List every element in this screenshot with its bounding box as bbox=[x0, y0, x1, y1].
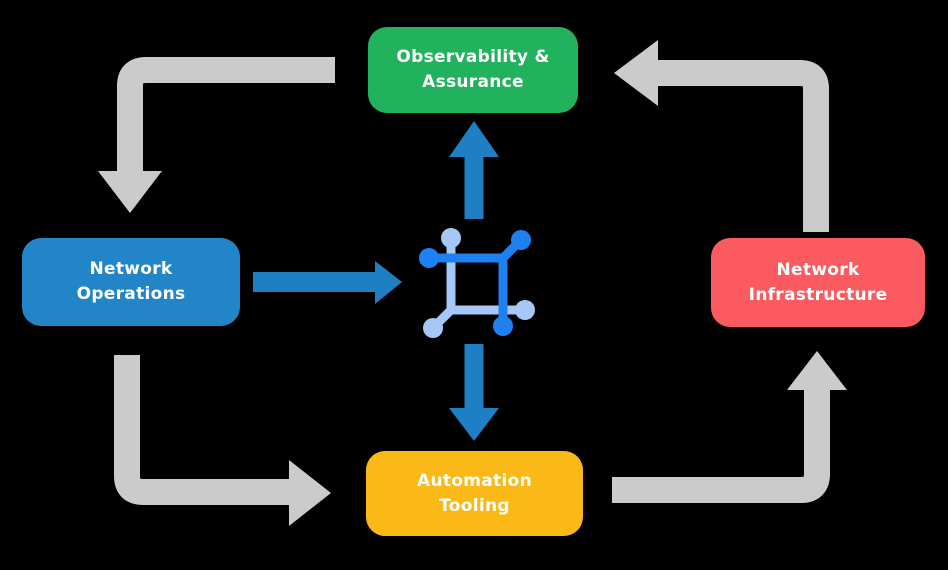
network-icon-dark-node-bottom bbox=[493, 316, 513, 336]
flow-arrow-observability-to-operations-line bbox=[117, 57, 335, 173]
network-icon-dark-node-left bbox=[419, 248, 439, 268]
flow-arrow-automation-to-infrastructure-line bbox=[612, 389, 830, 503]
flow-arrow-automation-to-infrastructure-head bbox=[787, 351, 847, 390]
network-icon-light-node-top bbox=[441, 228, 461, 248]
flow-arrow-observability-to-operations-head bbox=[98, 171, 162, 213]
flow-arrow-observability-to-operations bbox=[98, 57, 335, 213]
network-platform-icon bbox=[419, 228, 535, 338]
flow-arrow-infrastructure-to-observability-line bbox=[657, 60, 829, 232]
flow-arrow-automation-to-infrastructure bbox=[612, 351, 847, 503]
data-arrow-platform-to-observability bbox=[449, 121, 499, 219]
flow-arrow-infrastructure-to-observability bbox=[614, 40, 829, 232]
data-arrow-platform-to-automation-head bbox=[449, 408, 499, 441]
data-arrow-operations-to-platform-head bbox=[375, 261, 402, 304]
node-network-operations: Network Operations bbox=[22, 238, 240, 326]
flow-arrow-infrastructure-to-observability-head bbox=[614, 40, 658, 106]
node-automation-tooling-label: Automation Tooling bbox=[417, 470, 532, 516]
node-network-operations-label: Network Operations bbox=[76, 259, 186, 304]
flow-arrow-operations-to-automation-line bbox=[114, 355, 290, 505]
node-network-infrastructure: Network Infrastructure bbox=[711, 238, 925, 327]
network-icon-light-node-corner bbox=[423, 318, 443, 338]
node-observability-assurance-label: Observability & Assurance bbox=[396, 47, 550, 92]
data-arrow-platform-to-automation bbox=[449, 344, 499, 441]
data-arrow-platform-to-observability-head bbox=[449, 121, 499, 157]
network-icon-light-node-right bbox=[515, 300, 535, 320]
data-arrow-operations-to-platform bbox=[253, 261, 402, 304]
node-observability-assurance: Observability & Assurance bbox=[368, 27, 578, 113]
flow-arrow-operations-to-automation bbox=[114, 355, 331, 526]
node-automation-tooling: Automation Tooling bbox=[366, 451, 583, 536]
node-network-infrastructure-label: Network Infrastructure bbox=[748, 259, 888, 305]
network-icon-dark-node-corner bbox=[511, 230, 531, 250]
flow-arrow-operations-to-automation-head bbox=[289, 460, 331, 526]
